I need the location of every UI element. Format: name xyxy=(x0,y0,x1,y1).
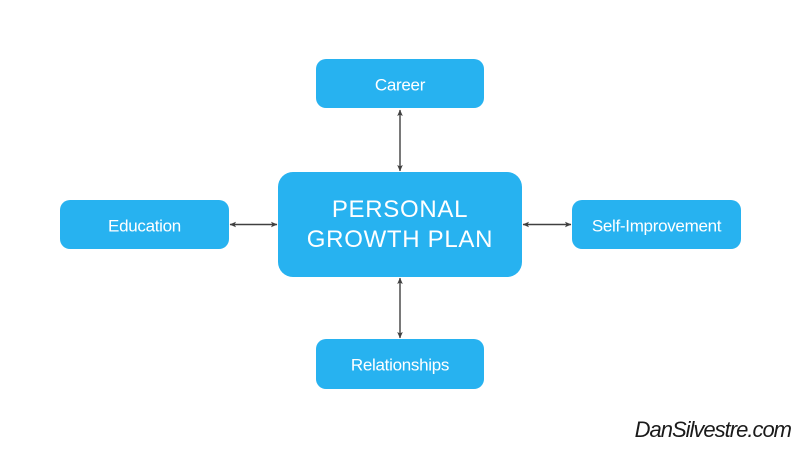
node-personal-growth-plan: PERSONAL GROWTH PLAN xyxy=(278,172,522,277)
node-relationships-label: Relationships xyxy=(350,355,450,375)
node-personal-growth-plan-label: PERSONAL GROWTH PLAN xyxy=(307,195,493,255)
node-education-label: Education xyxy=(108,216,181,235)
node-relationships: Relationships xyxy=(316,339,484,389)
watermark: DanSilvestre.com xyxy=(634,417,792,442)
node-career: Career xyxy=(316,59,484,108)
node-education: Education xyxy=(60,200,229,249)
node-self-improvement-label: Self-Improvement xyxy=(591,216,722,235)
node-self-improvement: Self-Improvement xyxy=(572,200,741,249)
node-label-line1: PERSONAL xyxy=(331,195,469,223)
node-career-label: Career xyxy=(374,75,426,94)
node-label-line2: GROWTH PLAN xyxy=(306,225,494,253)
